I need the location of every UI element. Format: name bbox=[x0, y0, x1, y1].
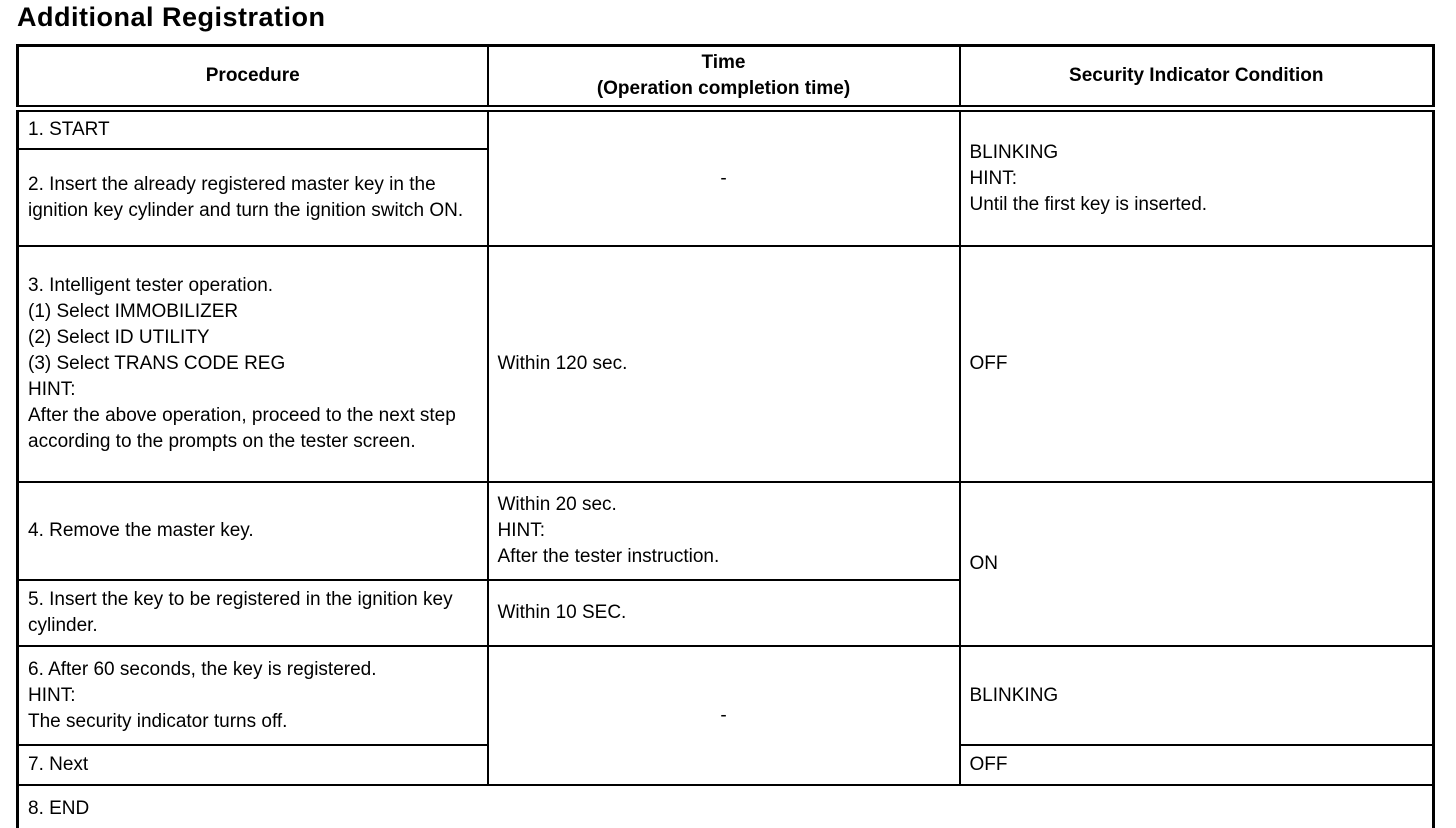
cell-step5-time: Within 10 SEC. bbox=[486, 579, 961, 647]
cell-step4-procedure: 4. Remove the master key. bbox=[16, 481, 489, 581]
table-row-step-2: 2. Insert the already registered master … bbox=[16, 148, 1434, 247]
cell-time-steps-1-2: - bbox=[486, 107, 961, 247]
table-row-step-3: 3. Intelligent tester operation. (1) Sel… bbox=[16, 245, 1435, 483]
cell-step2-procedure: 2. Insert the already registered master … bbox=[16, 148, 489, 247]
cell-step4-time: Within 20 sec. HINT: After the tester in… bbox=[486, 481, 961, 581]
cell-step6-procedure: 6. After 60 seconds, the key is register… bbox=[16, 645, 489, 746]
table-row-step-8: 8. END bbox=[16, 784, 1435, 828]
table-row-step-7: 7. Next OFF bbox=[16, 744, 1435, 786]
column-header-procedure: Procedure bbox=[16, 44, 489, 112]
table-row-step-4: 4. Remove the master key. Within 20 sec.… bbox=[16, 481, 1435, 647]
cell-step7-indicator: OFF bbox=[958, 744, 1435, 786]
page-title: Additional Registration bbox=[17, 2, 326, 32]
cell-indicator-steps-4-5: ON bbox=[958, 481, 1435, 647]
cell-step3-time: Within 120 sec. bbox=[486, 245, 961, 483]
cell-indicator-steps-1-2: BLINKING HINT: Until the first key is in… bbox=[958, 107, 1435, 247]
table-row-step-6: 6. After 60 seconds, the key is register… bbox=[16, 645, 1435, 786]
header-row: Procedure Time (Operation completion tim… bbox=[16, 44, 1435, 112]
cell-step8-procedure: 8. END bbox=[16, 784, 1435, 828]
cell-step3-procedure: 3. Intelligent tester operation. (1) Sel… bbox=[16, 245, 489, 483]
table-row-step-5: 5. Insert the key to be registered in th… bbox=[16, 579, 1434, 647]
cell-step7-procedure: 7. Next bbox=[16, 744, 489, 786]
column-header-security-indicator: Security Indicator Condition bbox=[958, 44, 1435, 112]
cell-step1-procedure: 1. START bbox=[16, 107, 489, 150]
column-header-time: Time (Operation completion time) bbox=[486, 44, 961, 112]
cell-step3-indicator: OFF bbox=[958, 245, 1435, 483]
cell-time-steps-6-7: - bbox=[486, 645, 961, 786]
cell-step6-indicator: BLINKING bbox=[958, 645, 1435, 746]
cell-step5-procedure: 5. Insert the key to be registered in th… bbox=[16, 579, 489, 647]
table-row-step-1: 1. START - BLINKING HINT: Until the firs… bbox=[16, 107, 1435, 247]
registration-procedure-table: Procedure Time (Operation completion tim… bbox=[16, 44, 1435, 828]
